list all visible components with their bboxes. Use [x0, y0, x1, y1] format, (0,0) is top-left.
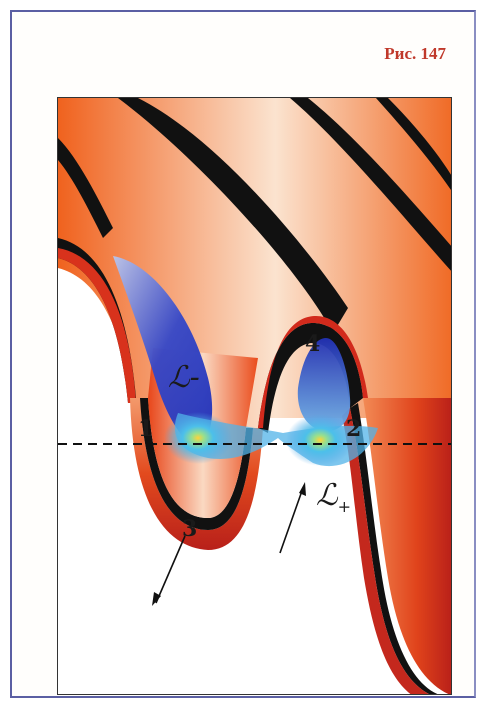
point-4-label: 4 [305, 331, 320, 357]
l-plus-sub: + [338, 497, 351, 516]
l-plus-main: ℒ [316, 478, 338, 513]
figure-panel: 1 2 3 4 ℒ- ℒ+ [57, 97, 452, 695]
point-2-label: 2 [346, 416, 361, 442]
l-minus-label: ℒ- [168, 360, 200, 395]
left-well-spot [164, 412, 232, 464]
right-well-spot [286, 414, 354, 466]
l-plus-label: ℒ+ [316, 478, 351, 516]
figure-caption: Рис. 147 [384, 44, 446, 64]
point-3-label: 3 [182, 516, 197, 542]
point-1-label: 1 [138, 416, 153, 442]
potential-surface-diagram [58, 98, 452, 695]
